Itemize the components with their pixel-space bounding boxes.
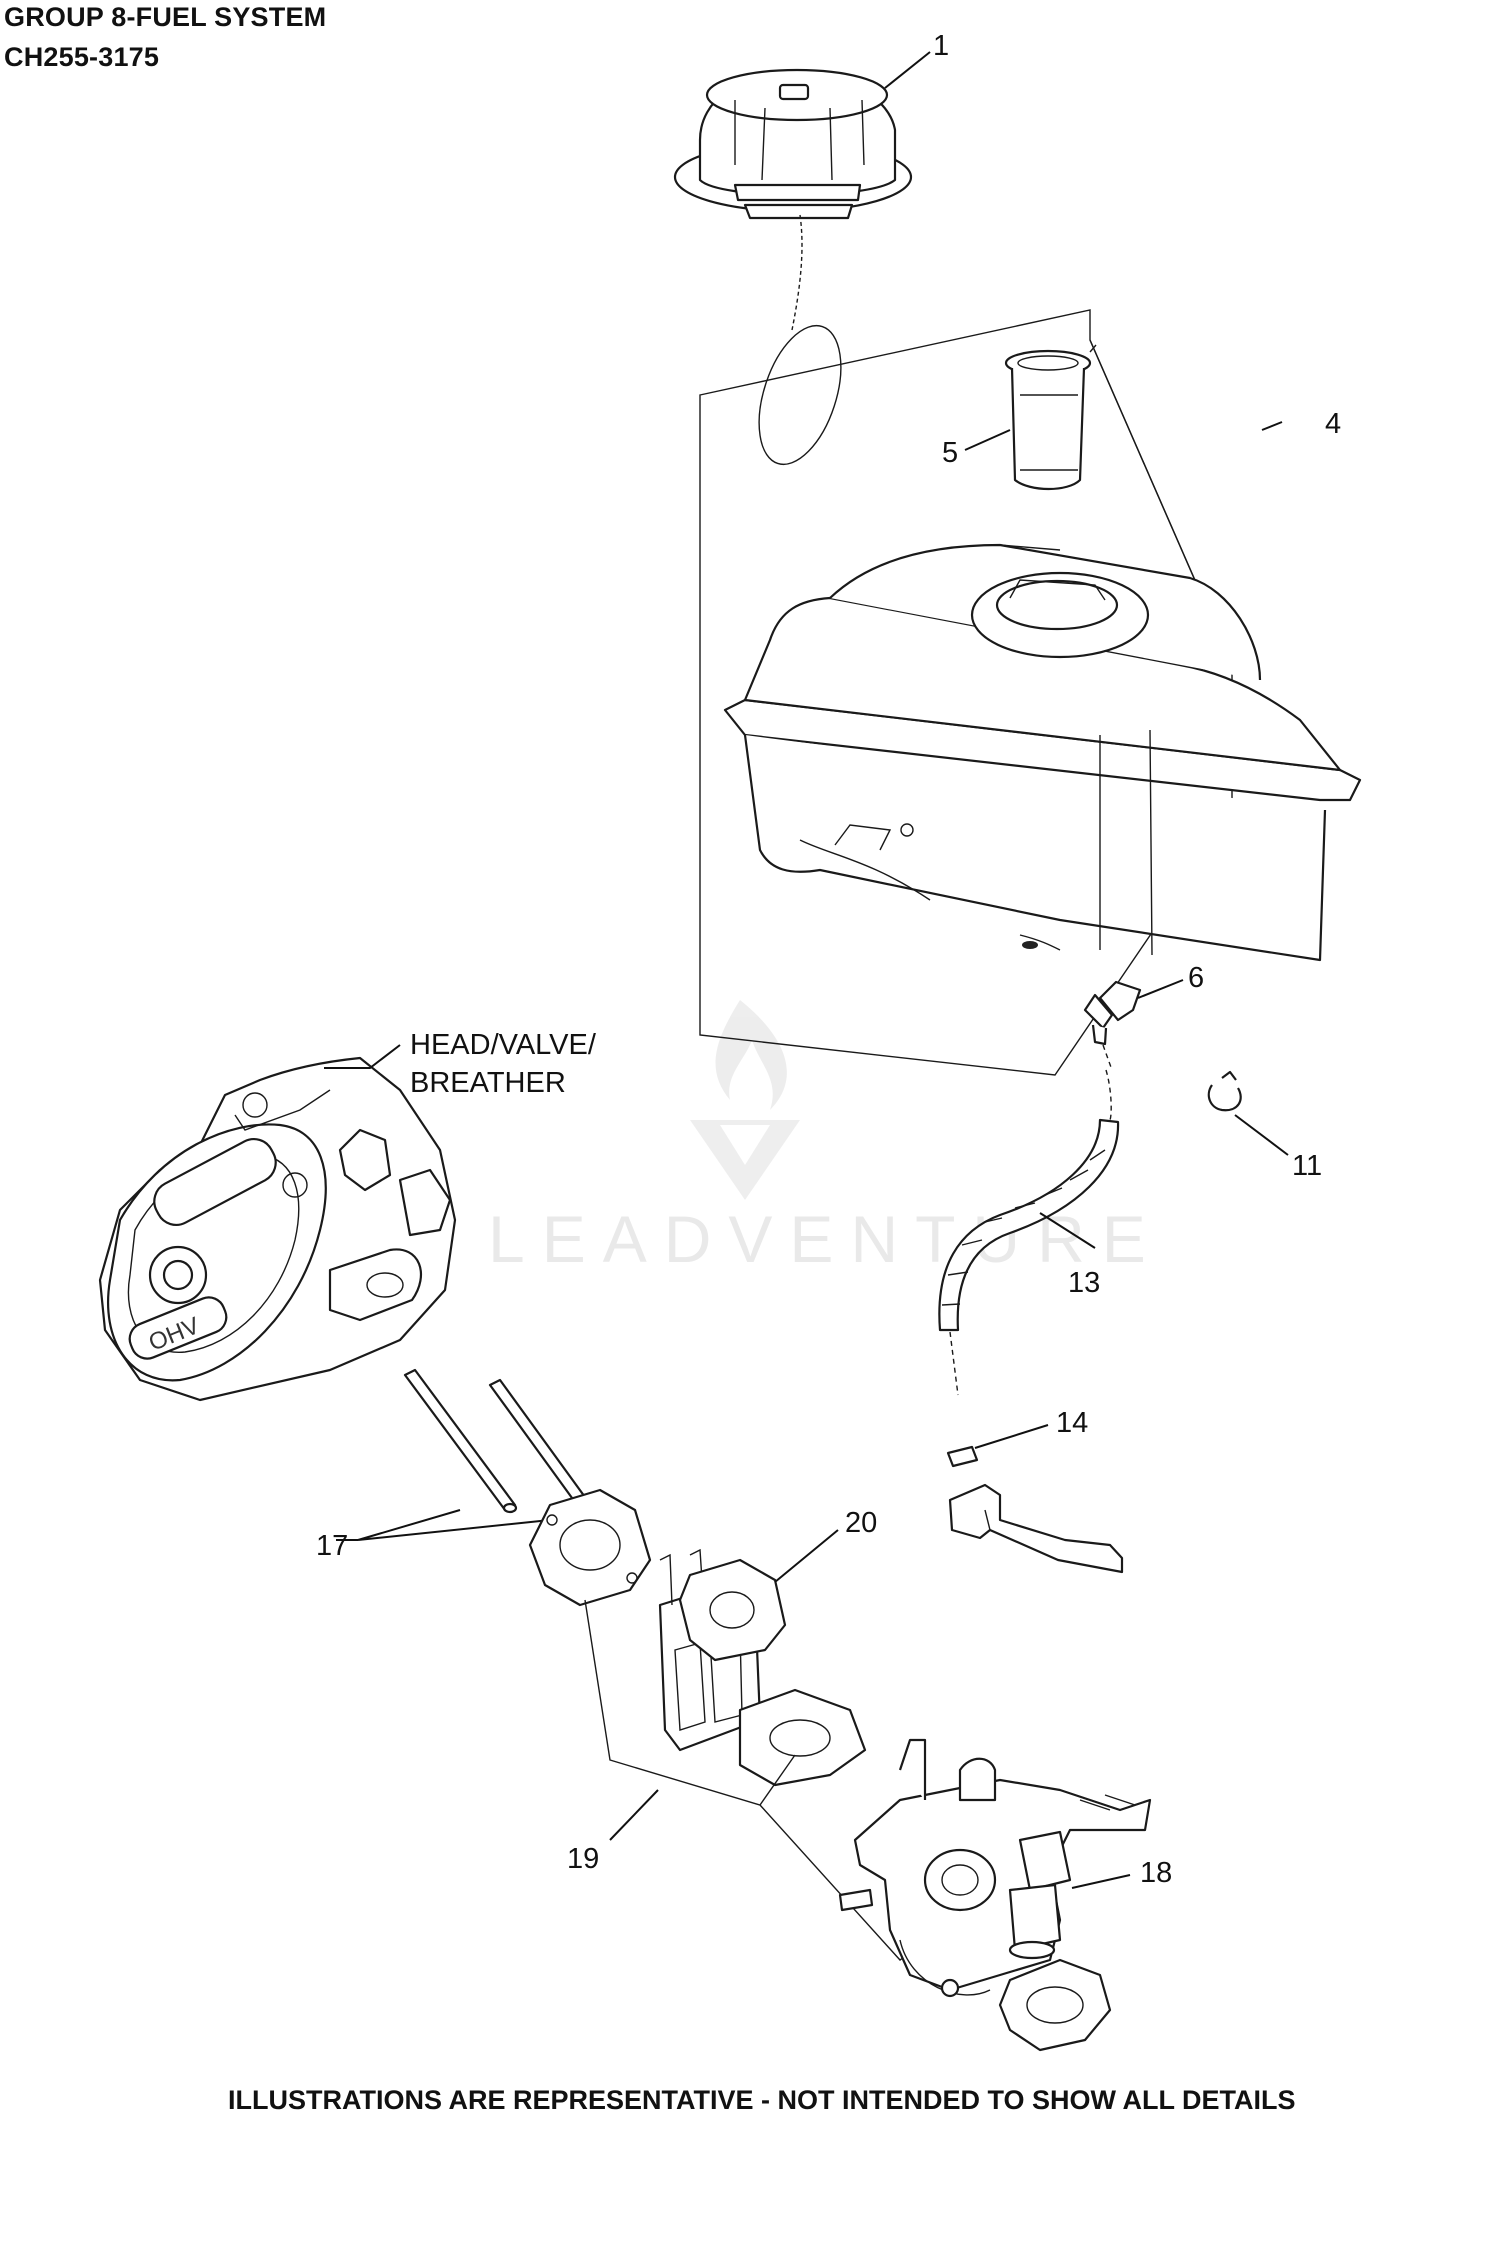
callout-5: 5	[942, 437, 958, 469]
callout-19: 19	[567, 1843, 599, 1875]
callout-1: 1	[933, 30, 949, 62]
insulator-gasket[interactable]	[678, 1558, 787, 1662]
leader-line-head	[324, 1044, 401, 1069]
carburetor-gasket[interactable]	[738, 1688, 867, 1787]
intake-gasket[interactable]	[528, 1488, 652, 1607]
leader-line-1	[884, 51, 931, 89]
leader-line-17	[336, 1509, 551, 1541]
carburetor-studs[interactable]	[403, 1368, 601, 1524]
callout-6: 6	[1188, 962, 1204, 994]
cylinder-head-assembly[interactable]: OHV	[98, 1056, 457, 1402]
diagram-group-title: GROUP 8-FUEL SYSTEM	[4, 2, 327, 32]
fuel-cap[interactable]	[673, 68, 913, 475]
leader-line-4	[1261, 421, 1283, 431]
carburetor-air-gasket[interactable]	[998, 1958, 1112, 2052]
callout-20: 20	[845, 1507, 877, 1539]
callout-4: 4	[1325, 408, 1341, 440]
fuel-cock-lever[interactable]	[948, 1483, 1124, 1574]
fuel-clamp[interactable]	[946, 1445, 979, 1468]
leader-line-6	[1137, 979, 1184, 999]
watermark-logo	[690, 1000, 800, 1200]
leader-line-14	[974, 1424, 1049, 1449]
fuel-tank[interactable]	[723, 543, 1362, 962]
hose-clip[interactable]	[1207, 1070, 1242, 1112]
head-valve-breather-label-line2: BREATHER	[410, 1067, 566, 1099]
fuel-line-hose[interactable]	[938, 1069, 1120, 1396]
leader-line-11	[1234, 1114, 1289, 1156]
callout-18: 18	[1140, 1857, 1172, 1889]
callout-14: 14	[1056, 1407, 1088, 1439]
head-valve-breather-label-line1: HEAD/VALVE/	[410, 1029, 597, 1061]
carburetor[interactable]	[838, 1738, 1152, 1998]
fuel-strainer[interactable]	[1004, 344, 1097, 490]
diagram-model-code: CH255-3175	[4, 42, 160, 72]
leader-line-20	[774, 1529, 839, 1583]
callout-11: 11	[1292, 1150, 1322, 1182]
leader-line-18	[1071, 1874, 1131, 1889]
leader-line-5	[964, 429, 1011, 451]
leader-line-13	[1039, 1212, 1096, 1249]
callout-17: 17	[316, 1530, 348, 1562]
callout-13: 13	[1068, 1267, 1100, 1299]
leader-line-19	[609, 1789, 659, 1841]
watermark-text: LEADVENTURE	[488, 1202, 1163, 1276]
illustration-disclaimer: ILLUSTRATIONS ARE REPRESENTATIVE - NOT I…	[228, 2085, 1296, 2115]
fuel-valve[interactable]	[1083, 980, 1142, 1071]
